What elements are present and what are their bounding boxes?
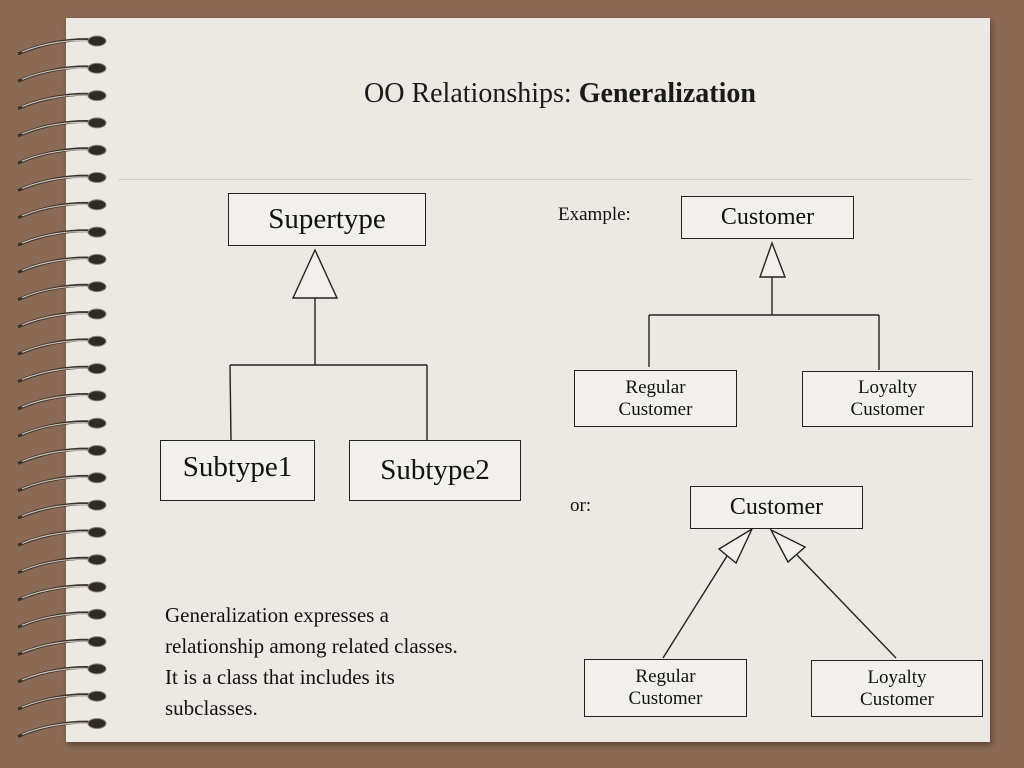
binding-ring-highlight <box>21 504 95 517</box>
subtype1-label: Subtype1 <box>182 451 293 483</box>
subtype2-label: Subtype2 <box>380 453 490 486</box>
example-customer-label: Customer <box>720 203 815 230</box>
main-inheritance-arrow <box>291 248 339 299</box>
binding-hole <box>87 554 107 566</box>
slide-title-emphasis: Generalization <box>578 78 756 109</box>
binding-hole <box>87 363 107 375</box>
binding-ring-highlight <box>21 39 95 53</box>
binding-ring-highlight <box>21 231 95 244</box>
binding-hole <box>87 226 107 238</box>
binding-hole <box>87 335 107 347</box>
alt-regular-line2: Customer <box>628 688 703 709</box>
binding-hole <box>87 690 107 702</box>
binding-ring-highlight <box>21 312 95 326</box>
binding-hole <box>87 718 107 729</box>
binding-ring-highlight <box>21 695 95 708</box>
binding-hole <box>87 308 107 320</box>
alt-regular-line1: Regular <box>635 666 696 688</box>
description-line-4: subclasses. <box>165 696 258 720</box>
main-left-drop <box>229 364 232 442</box>
subtype2-box: Subtype2 <box>349 440 521 501</box>
binding-ring-highlight <box>21 640 95 654</box>
binding-hole <box>87 608 107 620</box>
description-line-1: Generalization expresses a <box>165 603 389 627</box>
title-divider <box>118 179 972 180</box>
alt-loyalty-customer-box: Loyalty Customer <box>811 660 983 717</box>
binding-ring-highlight <box>21 476 95 490</box>
binding-hole <box>87 199 107 211</box>
binding-hole <box>87 636 107 648</box>
alt-regular-customer-box: Regular Customer <box>584 659 747 717</box>
example-regular-customer-box: Regular Customer <box>574 370 737 427</box>
example-inheritance-arrow <box>759 240 787 278</box>
binding-ring-highlight <box>21 613 95 626</box>
alt-left-line <box>662 555 728 659</box>
subtype1-box: Subtype1 <box>160 440 315 501</box>
description-line-3: It is a class that includes its <box>165 665 395 689</box>
binding-hole <box>87 172 107 183</box>
binding-hole <box>87 663 107 675</box>
binding-hole <box>87 144 107 156</box>
slide-title-prefix: OO Relationships: <box>364 78 579 109</box>
supertype-label: Supertype <box>268 202 386 235</box>
binding-ring-highlight <box>21 585 95 599</box>
binding-hole <box>87 445 107 456</box>
alt-right-arrow <box>769 528 807 564</box>
alt-customer-box: Customer <box>690 486 863 529</box>
alt-left-arrow <box>717 527 754 565</box>
binding-ring-highlight <box>21 367 95 381</box>
slide-title: OO Relationships: Generalization <box>200 78 920 110</box>
example-regular-line1: Regular <box>625 376 686 398</box>
spiral-binding-icon <box>17 35 107 738</box>
binding-ring-highlight <box>21 449 95 463</box>
binding-hole <box>87 472 107 484</box>
binding-hole <box>87 526 107 538</box>
binding-ring-highlight <box>21 667 95 681</box>
example-loyalty-line1: Loyalty <box>857 377 918 399</box>
binding-hole <box>87 253 107 265</box>
example-label: Example: <box>558 204 631 225</box>
binding-ring-highlight <box>21 203 95 217</box>
binding-ring-highlight <box>21 340 95 353</box>
binding-hole <box>87 62 107 74</box>
generalization-description: Generalization expresses a relationship … <box>165 600 545 724</box>
binding-hole <box>87 90 107 102</box>
example-regular-line2: Customer <box>618 398 693 420</box>
binding-ring-highlight <box>21 722 95 736</box>
binding-hole <box>87 281 107 293</box>
binding-hole <box>87 390 107 402</box>
binding-ring-highlight <box>21 422 95 435</box>
binding-ring-highlight <box>21 176 95 190</box>
binding-hole <box>87 581 107 593</box>
alt-customer-label: Customer <box>729 493 824 520</box>
alt-right-line <box>796 554 897 659</box>
binding-ring-highlight <box>21 531 95 544</box>
description-line-2: relationship among related classes. <box>165 634 458 658</box>
alt-loyalty-line1: Loyalty <box>867 666 927 688</box>
binding-ring-highlight <box>21 121 95 135</box>
example-loyalty-customer-box: Loyalty Customer <box>802 371 973 427</box>
binding-ring-highlight <box>21 149 95 162</box>
alternative-label: or: <box>570 495 592 516</box>
binding-ring-highlight <box>21 558 95 572</box>
binding-ring-highlight <box>21 67 95 80</box>
binding-ring-highlight <box>21 285 95 299</box>
supertype-box: Supertype <box>228 193 426 246</box>
binding-hole <box>87 499 107 511</box>
alt-loyalty-line2: Customer <box>860 688 934 710</box>
binding-ring-highlight <box>21 258 95 271</box>
example-customer-box: Customer <box>681 196 854 239</box>
example-loyalty-line2: Customer <box>850 399 925 420</box>
binding-ring-highlight <box>21 394 95 408</box>
binding-ring-highlight <box>21 94 95 108</box>
binding-hole <box>87 417 107 429</box>
binding-hole <box>87 35 107 47</box>
binding-hole <box>87 117 107 129</box>
